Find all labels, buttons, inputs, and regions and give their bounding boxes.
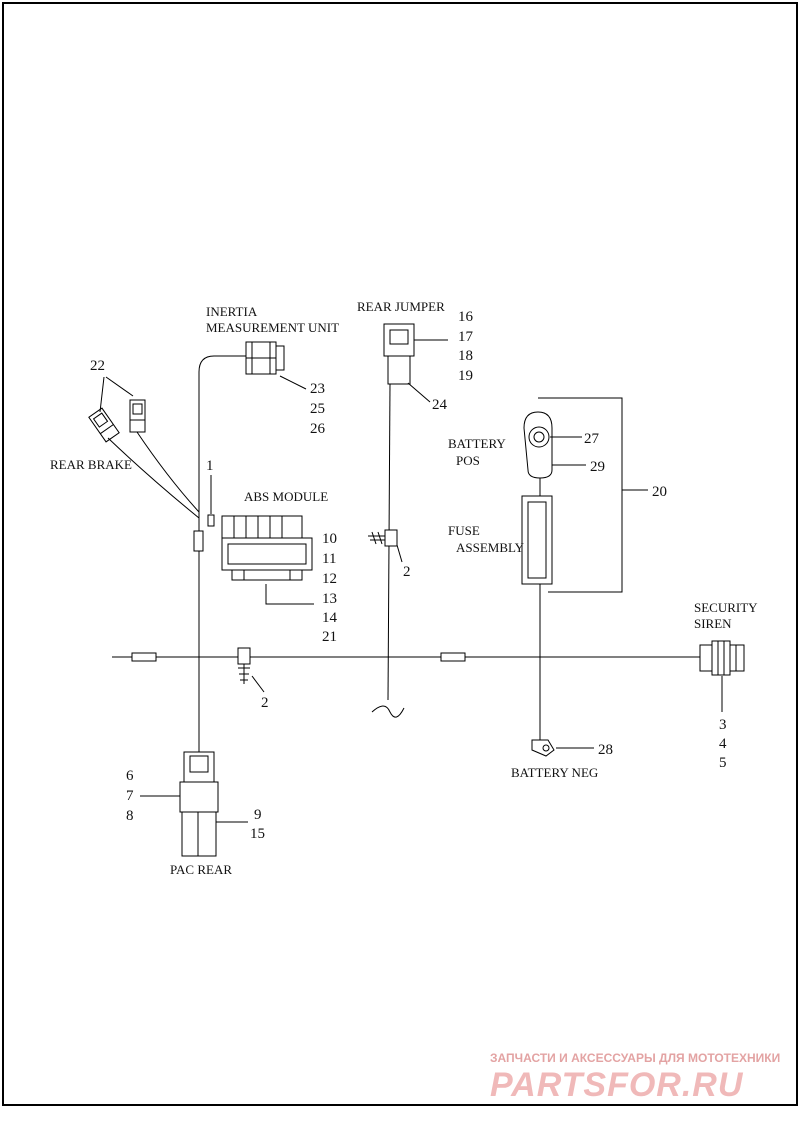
callout-20: 20	[652, 484, 667, 500]
harness-sleeve-left	[131, 652, 157, 662]
battery-pos-label-line2: POS	[456, 453, 480, 468]
rear-brake-wire-2	[136, 431, 200, 513]
harness-sleeve-right	[440, 652, 466, 662]
rear-jumper-end	[371, 705, 405, 718]
leader-22-b	[105, 376, 134, 397]
pac-rear-connector	[179, 751, 219, 857]
callout-19: 19	[458, 368, 473, 384]
callout-10: 10	[322, 531, 337, 547]
clip-item-1	[207, 514, 215, 527]
callout-6: 6	[126, 768, 134, 784]
callout-12: 12	[322, 571, 337, 587]
callout-15: 15	[250, 826, 265, 842]
callout-2-right: 2	[403, 564, 411, 580]
callout-23: 23	[310, 381, 325, 397]
callout-2-center: 2	[261, 695, 269, 711]
leader-2-right	[396, 544, 403, 563]
callout-4: 4	[719, 736, 727, 752]
pac-rear-label: PAC REAR	[170, 862, 232, 877]
push-clip-center	[237, 647, 251, 684]
battery-pos-label-line1: BATTERY	[448, 436, 506, 451]
abs-module	[221, 515, 313, 581]
rear-brake-switch-left	[88, 407, 120, 443]
leader-2-center	[251, 675, 265, 693]
abs-module-label: ABS MODULE	[244, 489, 328, 504]
battery-neg-terminal	[531, 739, 555, 757]
callout-18: 18	[458, 348, 473, 364]
security-label-line2: SIREN	[694, 616, 732, 631]
callout-25: 25	[310, 401, 325, 417]
callout-13: 13	[322, 591, 337, 607]
leader-13	[265, 584, 314, 605]
trunk-wire	[198, 355, 246, 760]
callout-14: 14	[322, 610, 338, 626]
callout-1: 1	[206, 458, 214, 474]
diagram-border	[2, 2, 798, 1106]
callout-3: 3	[719, 717, 727, 733]
watermark-logo: PARTSFOR.RU	[490, 1066, 744, 1104]
callout-21: 21	[322, 629, 337, 645]
battery-neg-label: BATTERY NEG	[511, 765, 598, 780]
security-siren-connector	[699, 640, 745, 676]
fuse-assembly	[521, 495, 553, 585]
callout-24: 24	[432, 397, 448, 413]
bracket-20	[538, 397, 623, 593]
callout-22: 22	[90, 358, 105, 374]
inertia-label-line1: INERTIA	[206, 304, 258, 319]
callout-8: 8	[126, 808, 134, 824]
callout-16: 16	[458, 309, 474, 325]
battery-pos-terminal	[523, 411, 553, 479]
leader-23	[279, 375, 307, 390]
fuse-label-line2: ASSEMBLY	[456, 540, 525, 555]
inertia-unit-connector	[245, 341, 285, 375]
inertia-label-line2: MEASUREMENT UNIT	[206, 320, 339, 335]
rear-jumper-label: REAR JUMPER	[357, 299, 445, 314]
rear-brake-switch-right	[129, 399, 146, 433]
callout-5: 5	[719, 755, 727, 771]
callout-7: 7	[126, 788, 134, 804]
callout-17: 17	[458, 329, 474, 345]
callout-11: 11	[322, 551, 336, 567]
fuse-label-line1: FUSE	[448, 523, 480, 538]
callout-26: 26	[310, 421, 326, 437]
trunk-sleeve	[193, 530, 204, 552]
callout-27: 27	[584, 431, 600, 447]
leader-22-a	[99, 376, 105, 413]
callout-28: 28	[598, 742, 613, 758]
security-label-line1: SECURITY	[694, 600, 758, 615]
leader-24	[407, 382, 431, 403]
callout-9: 9	[254, 807, 262, 823]
rear-jumper-connector	[383, 323, 415, 385]
watermark-subtitle: ЗАПЧАСТИ И АКСЕССУАРЫ ДЛЯ МОТОТЕХНИКИ	[490, 1051, 780, 1065]
rear-brake-label: REAR BRAKE	[50, 457, 132, 472]
callout-29: 29	[590, 459, 605, 475]
rear-brake-wire	[107, 437, 200, 519]
push-clip-right	[368, 529, 398, 547]
